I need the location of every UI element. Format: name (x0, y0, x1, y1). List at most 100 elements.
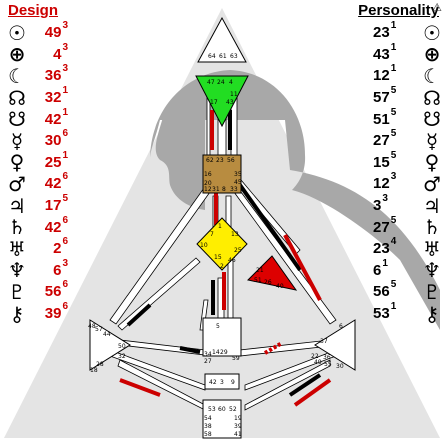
uranus-icon: ♅ (423, 236, 441, 261)
silhouette-face (155, 110, 205, 210)
gate-label: 53 (208, 406, 216, 413)
logo-icon: ⚠ (432, 2, 442, 14)
gate-label: 8 (222, 186, 226, 193)
gate-label: 12 (204, 186, 212, 193)
mars-icon: ♂ (8, 171, 26, 196)
gate-label: 21 (256, 267, 264, 274)
personality-gate: 57 (373, 89, 390, 107)
design-gate: 42 (44, 175, 62, 193)
personality-gate: 6 (373, 261, 382, 279)
gate-label: 42 (209, 379, 217, 386)
gate-label: 58 (204, 431, 212, 438)
venus-icon: ♀ (9, 150, 25, 175)
gate-label: 52 (229, 406, 237, 413)
design-gate: 6 (53, 261, 62, 279)
saturn-icon: ♄ (8, 215, 26, 240)
mars-icon: ♂ (423, 171, 441, 196)
jupiter-icon: ♃ (423, 193, 441, 218)
personality-line: 5 (390, 214, 397, 226)
personality-gate: 12 (373, 67, 390, 85)
design-gate: 25 (44, 153, 62, 171)
personality-line: 5 (390, 149, 397, 161)
design-line: 3 (62, 41, 68, 53)
gate-label: 32 (118, 353, 126, 360)
design-line: 5 (62, 193, 68, 205)
personality-line: 3 (382, 193, 388, 205)
gate-label: 17 (210, 99, 218, 106)
design-gate: 49 (44, 24, 62, 42)
ego-center (246, 255, 298, 291)
personality-line: 5 (390, 85, 397, 97)
gate-label: 14 (212, 349, 220, 356)
gate-label: 18 (90, 367, 98, 374)
gate-label: 5 (216, 323, 220, 330)
gate-label: 23 (216, 157, 224, 164)
personality-line: 1 (390, 301, 397, 313)
earth-icon: ⊕ (423, 42, 441, 67)
gate-label: 19 (234, 415, 242, 422)
gate-label: 11 (230, 91, 238, 98)
design-line: 6 (62, 171, 68, 183)
chiron-icon: ⚷ (9, 301, 25, 326)
chiron-icon: ⚷ (424, 301, 440, 326)
gate-label: 28 (96, 361, 104, 368)
design-gate: 56 (44, 283, 62, 301)
design-line: 3 (62, 63, 68, 75)
design-gate: 4 (53, 45, 62, 63)
gate-labels: 64 61 63 47 24 4 17 43 11 62 23 56 16 35… (88, 53, 344, 438)
design-title: Design (8, 2, 59, 19)
design-gate: 42 (44, 218, 62, 236)
design-line: 1 (62, 149, 68, 161)
moon-icon: ☾ (8, 63, 26, 88)
gate-label: 31 (212, 186, 220, 193)
spleen-center (89, 319, 131, 371)
gate-label: 38 (204, 423, 212, 430)
gate-label: 64 (208, 53, 216, 60)
gate-label: 51 (254, 277, 262, 284)
design-line: 1 (62, 85, 68, 97)
sun-icon: ☉ (8, 20, 26, 45)
gate-label: 7 (210, 231, 214, 238)
personality-gate: 53 (373, 305, 390, 323)
root-center (202, 399, 242, 439)
personality-gate: 23 (373, 24, 390, 42)
north-node-icon: ☊ (423, 85, 441, 110)
gate-label: 62 (206, 157, 214, 164)
neptune-icon: ♆ (423, 258, 441, 283)
personality-line: 4 (390, 236, 397, 248)
gate-label: 63 (230, 53, 238, 60)
personality-gate: 51 (373, 110, 390, 128)
root-connector (204, 373, 240, 390)
gate-label: 26 (264, 279, 272, 286)
personality-gate: 12 (373, 175, 390, 193)
design-line: 6 (62, 279, 68, 291)
gate-label: 6 (339, 323, 343, 330)
personality-gate: 3 (373, 197, 382, 215)
personality-line: 5 (390, 279, 397, 291)
gate-label: 36 (323, 354, 331, 361)
gate-label: 43 (226, 99, 234, 106)
ajna-center (195, 75, 249, 128)
personality-line: 1 (382, 257, 388, 269)
gate-label: 15 (214, 254, 222, 261)
mercury-icon: ☿ (425, 128, 439, 153)
neptune-icon: ♆ (8, 258, 26, 283)
gate-label: 13 (231, 231, 239, 238)
design-line: 6 (62, 301, 68, 313)
personality-line: 5 (390, 106, 397, 118)
gate-label: 20 (204, 180, 212, 187)
